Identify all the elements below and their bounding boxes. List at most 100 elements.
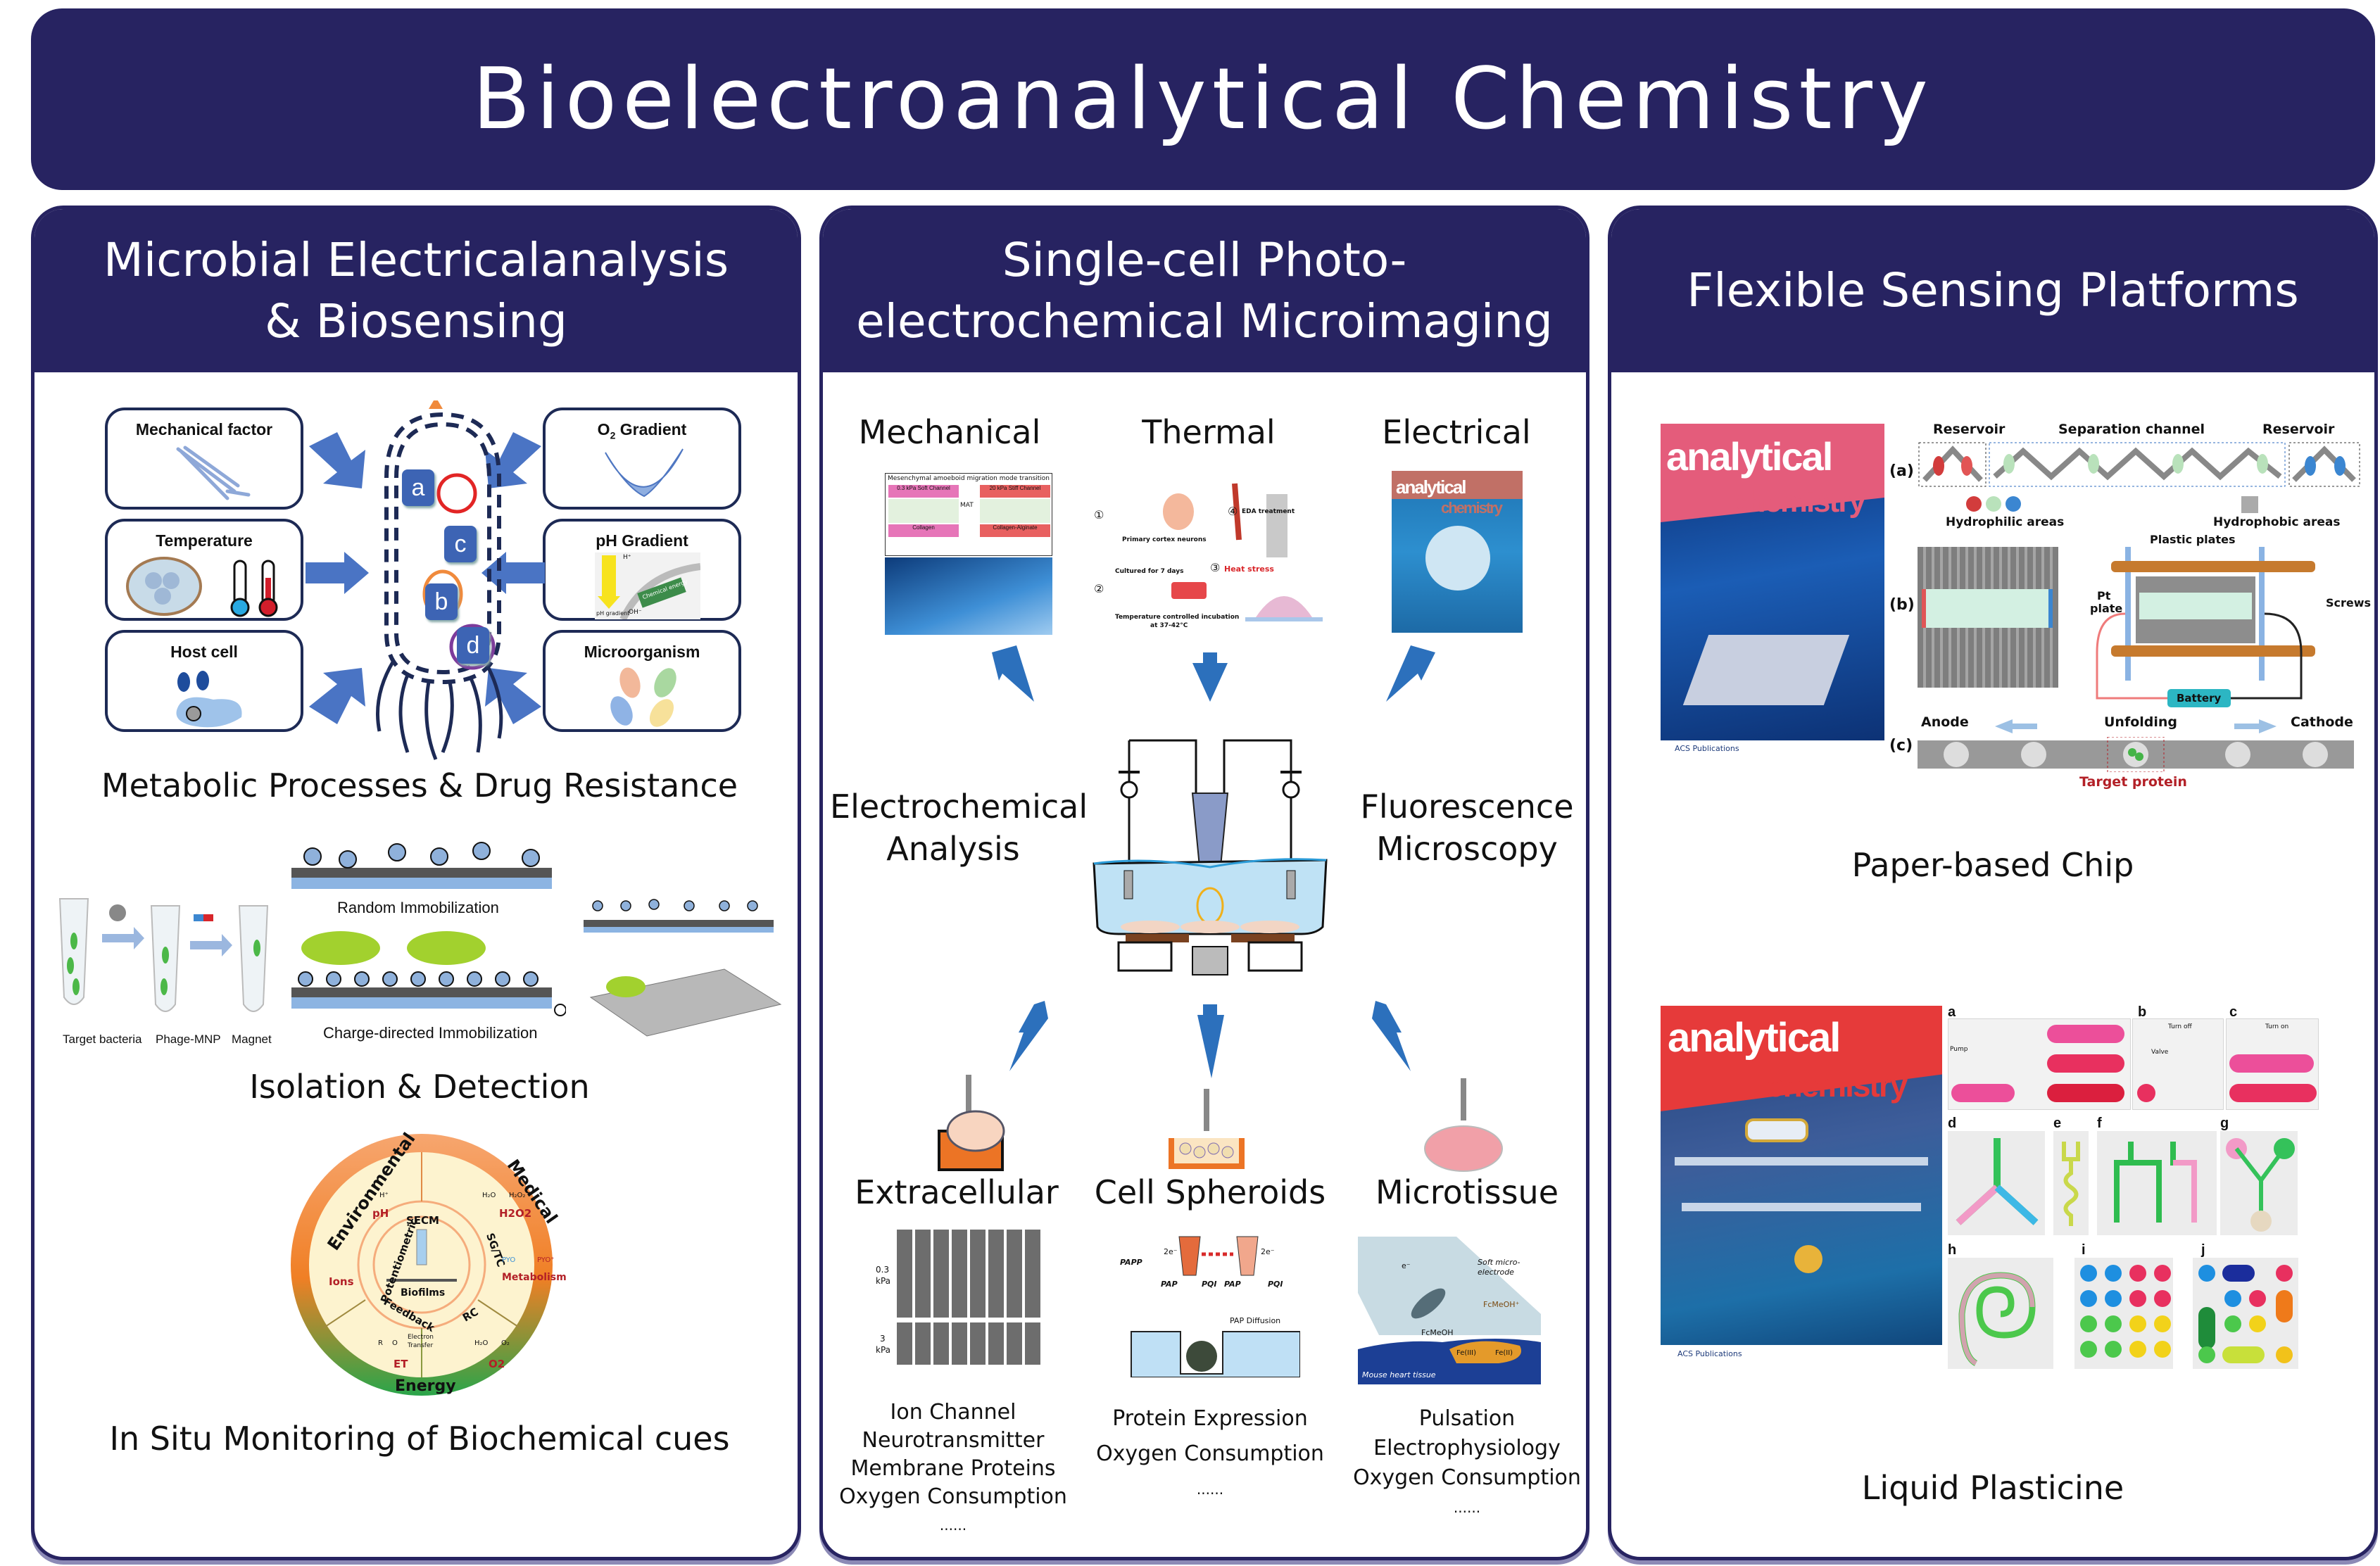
photo-spiral-arrays-h-j	[1948, 1258, 2298, 1369]
arrow-down-right-icon	[992, 645, 1034, 702]
mechanical-figure: Mesenchymal amoeboid migration mode tran…	[885, 473, 1052, 636]
photo-channels-d-g	[1948, 1131, 2298, 1235]
application-item: Pulsation	[1418, 1406, 1516, 1431]
label-2e: 2e⁻	[1164, 1247, 1178, 1256]
application-item: ......	[1196, 1481, 1224, 1498]
migration-frames-soft	[897, 1230, 1041, 1318]
label-pap-diffusion: PAP Diffusion	[1230, 1316, 1281, 1325]
heat-stress-label: Heat stress	[1224, 564, 1274, 574]
sublabel-i: i	[2082, 1242, 2086, 1258]
host-cell-icon	[176, 671, 242, 728]
applications-spheroids: Protein Expression Oxygen Consumption ..…	[1083, 1401, 1337, 1507]
paper-chip-schematic: Reservoir Separation channel Reservoir (…	[1889, 420, 2371, 800]
metabolic-diagram: Mechanical factor Temperature Host cell …	[34, 372, 798, 1006]
caption-isolation: Isolation & Detection	[249, 1068, 590, 1106]
ph-membrane-icon	[595, 552, 700, 619]
paper-chip-cover-image: analytical chemistry ACS Publications	[1661, 424, 1884, 762]
incubation-temp: at 37-42°C	[1150, 622, 1188, 629]
center-biofilms: Biofilms	[401, 1287, 446, 1299]
panel-header: Single-cell Photo- electrochemical Micro…	[823, 209, 1586, 372]
panel-title-line2: & Biosensing	[265, 294, 567, 348]
gradient-surface-icon	[605, 448, 684, 498]
thermal-workflow-icon	[1163, 483, 1323, 621]
direction-arrows-icon	[1995, 719, 2277, 733]
random-immobilization-label: Random Immobilization	[337, 899, 499, 916]
factor-box-ph: pH Gradient H⁺ pH gradient OH⁻ Chemical …	[543, 519, 741, 621]
arrow-icon	[309, 668, 365, 724]
neurons-label: Primary cortex neurons	[1122, 536, 1207, 543]
arrow-icon	[485, 668, 541, 724]
cover-chemistry: chemistry	[1766, 1067, 1908, 1104]
cover-chemistry: chemistry	[1441, 499, 1503, 517]
ring-energy: Energy	[395, 1377, 456, 1395]
factor-label: pH Gradient	[596, 531, 688, 550]
label-battery: Battery	[2177, 692, 2222, 705]
panel-microbial: Microbial Electricalanalysis & Biosensin…	[31, 206, 801, 1560]
eda-label: EDA treatment	[1242, 508, 1295, 515]
arrow-down-left-icon	[1386, 645, 1435, 702]
legend-magnet: Magnet	[232, 1033, 272, 1046]
arrow-down-right-icon	[1372, 1001, 1411, 1071]
label-turn-on: Turn on	[2265, 1023, 2289, 1030]
cover-publisher: ACS Publications	[1675, 744, 1739, 753]
application-item: Neurotransmitter	[862, 1428, 1045, 1453]
electrode-surface-icon	[584, 899, 782, 1037]
sublabel-h: h	[1948, 1242, 1957, 1258]
photo-pump-sequence: Pump	[1948, 1018, 2131, 1110]
stimulus-mechanical: Mechanical	[858, 413, 1041, 451]
sub-h2o-b: H₂O	[474, 1339, 489, 1347]
sub-h-plus: H⁺	[379, 1192, 389, 1199]
microorganism-icon	[610, 667, 676, 727]
sepcm-apparatus-icon	[1093, 739, 1328, 975]
thermal-figure: ① ② ③ ④ Primary cortex neurons Cultured …	[1094, 476, 1326, 638]
center-secm: SECM	[406, 1214, 439, 1227]
stiffness-label-2: 3	[880, 1334, 886, 1344]
analyte-h2o2: H2O2	[499, 1207, 532, 1220]
step-4: ④	[1228, 505, 1238, 518]
factor-label: Mechanical factor	[135, 420, 273, 438]
factor-box-mechanical: Mechanical factor	[105, 408, 303, 510]
bacterium-membrane-icon	[376, 400, 503, 760]
label-fe2: Fe(II)	[1495, 1349, 1513, 1357]
fiber-icon	[176, 446, 251, 500]
stimulus-electrical: Electrical	[1382, 413, 1531, 451]
mat-label: MAT	[960, 502, 974, 509]
arrow-down-icon	[1197, 1004, 1224, 1078]
stiffness-label-1: 0.3	[876, 1265, 890, 1275]
label-fcmeoh: FcMeOH	[1421, 1328, 1454, 1337]
scale-extracellular: Extracellular	[855, 1173, 1059, 1211]
panel-header: Microbial Electricalanalysis & Biosensin…	[34, 209, 798, 372]
area-legend-icon	[1966, 496, 2258, 513]
clamp-device-icon	[2096, 547, 2315, 707]
application-item: Oxygen Consumption	[1096, 1441, 1324, 1466]
stiff-channel: 20 kPa Stiff Channel	[980, 485, 1050, 498]
label-plastic-plates: Plastic plates	[2150, 533, 2236, 546]
applications-extracellular: Ion Channel Neurotransmitter Membrane Pr…	[837, 1398, 1069, 1539]
application-item: ......	[939, 1517, 967, 1534]
sub-r: R	[378, 1339, 383, 1347]
stimulus-thermal: Thermal	[1142, 413, 1276, 451]
node-b: b	[425, 583, 458, 620]
node-c: c	[444, 526, 477, 562]
analyte-metabolism: Metabolism	[502, 1272, 567, 1283]
step-2: ②	[1094, 582, 1104, 595]
arrow-icon	[306, 552, 369, 594]
label-electron: e⁻	[1402, 1261, 1411, 1270]
main-title: Bioelectroanalytical Chemistry	[472, 50, 1934, 149]
analyte-et: ET	[393, 1358, 408, 1370]
cover-chemistry: chemistry	[1731, 484, 1866, 519]
cover-analytical: analytical	[1668, 1015, 1841, 1061]
application-item: Oxygen Consumption	[1353, 1465, 1581, 1490]
electrical-cover-image: analytical chemistry	[1392, 471, 1523, 633]
label-soft-electrode-1: Soft micro-	[1478, 1258, 1520, 1267]
secm-wheel	[291, 1134, 553, 1396]
legend-phage-mnp: Phage-MNP	[156, 1033, 221, 1046]
spheroid-icon	[1169, 1089, 1245, 1169]
sublabel-e: e	[2053, 1116, 2062, 1131]
panel-header: Flexible Sensing Platforms	[1611, 209, 2374, 372]
factor-box-temperature: Temperature	[105, 519, 303, 621]
label-hydrophilic: Hydrophilic areas	[1946, 515, 2065, 529]
application-item: Ion Channel	[890, 1400, 1016, 1425]
extracellular-icon	[938, 1075, 1005, 1171]
